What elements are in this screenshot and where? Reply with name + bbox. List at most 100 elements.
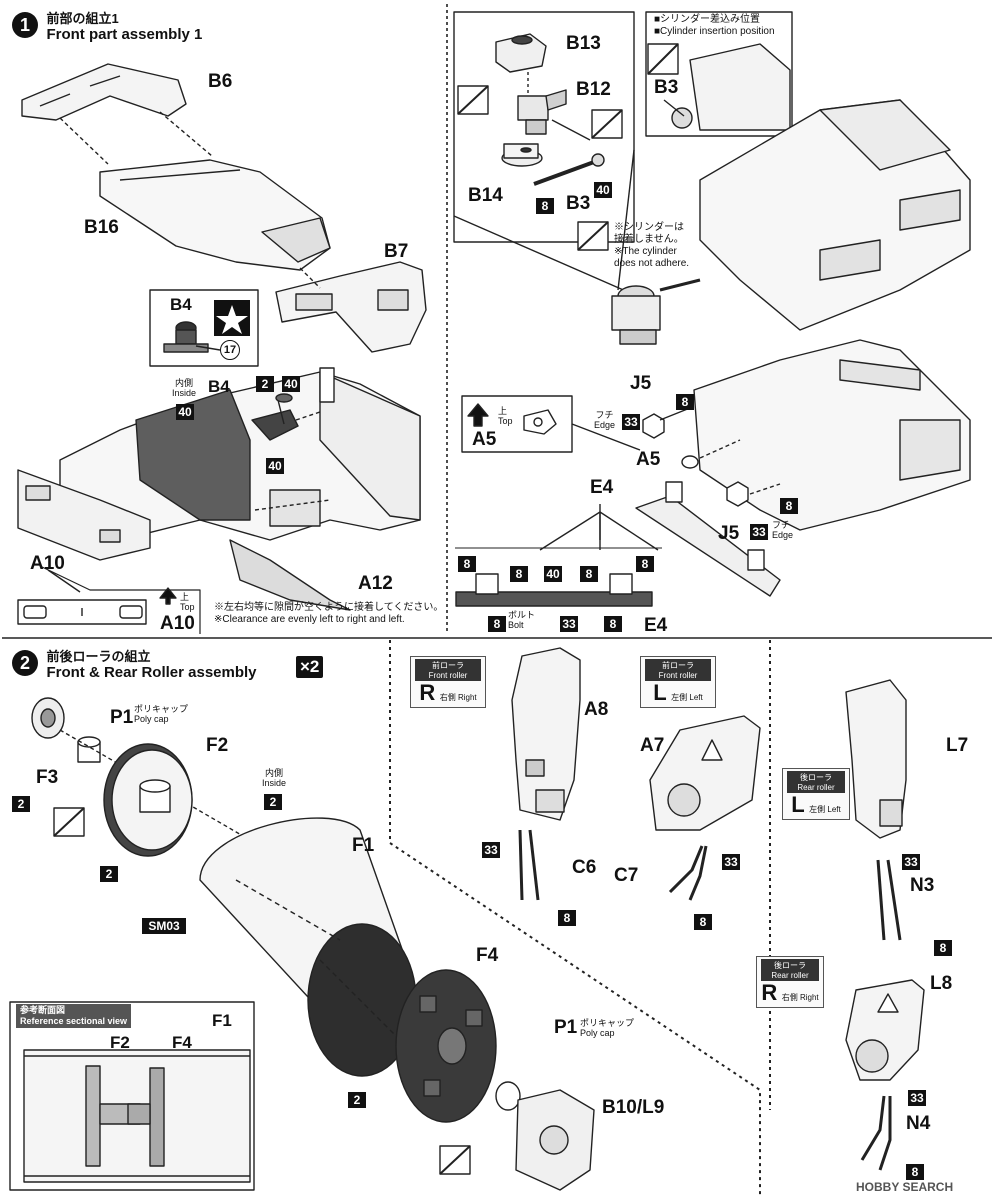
code-8-j5-upper: 8 (676, 394, 694, 410)
top-arrow-icon-2 (467, 403, 489, 427)
label-l8: L8 (930, 973, 953, 994)
part-a12-shape (59, 367, 421, 611)
code-8-bolt-a: 8 (488, 616, 506, 632)
part-p1b-shape (495, 1081, 521, 1111)
j5-lower-shape (726, 481, 749, 507)
label-j5-lower: J5 (718, 523, 740, 544)
bolt-note: ボルト Bolt (508, 610, 535, 631)
no-glue-icon-4 (53, 807, 85, 837)
edge-en-1: Edge (594, 420, 616, 431)
label-e4: E4 (590, 477, 614, 498)
label-b4: B4 (208, 377, 230, 396)
label-p1b: P1 (554, 1017, 578, 1038)
code-40-b4: 40 (282, 376, 300, 392)
label-n4: N4 (906, 1113, 931, 1134)
cylinder-shape (611, 278, 701, 345)
code-8-j5-lower: 8 (780, 498, 798, 514)
label-c6: C6 (572, 857, 597, 878)
multiplier-badge: ×2 (296, 656, 324, 678)
label-a7: A7 (640, 735, 665, 756)
label-a10: A10 (30, 553, 65, 574)
code-8-b3: 8 (536, 198, 554, 214)
label-c7: C7 (614, 865, 639, 886)
code-8-e4-b: 8 (510, 566, 528, 582)
inside-en: Inside (172, 388, 197, 399)
code-33-n4: 33 (908, 1090, 926, 1106)
edge-ja-2: フチ (772, 520, 791, 530)
label-section-f2: F2 (110, 1033, 130, 1052)
top-arrow-icon (159, 587, 177, 605)
part-b16-shape (99, 159, 331, 271)
sectional-ja: 参考断面図 (20, 1005, 66, 1015)
code-40-b3: 40 (594, 182, 612, 198)
edge-en-2: Edge (772, 530, 794, 541)
part-l8-shape (845, 979, 925, 1081)
top-ja-a5: 上 (498, 406, 508, 416)
lower-chassis-shape (693, 339, 971, 531)
no-glue-icon-1 (457, 85, 489, 115)
label-section-f1: F1 (212, 1011, 232, 1030)
code-8-e4-c: 8 (580, 566, 598, 582)
part-b3-shape (533, 153, 605, 186)
step-1-number: 1 (12, 12, 38, 38)
cyl-note-en2: does not adhere. (614, 258, 690, 269)
top-note-a10: 上 Top (180, 592, 195, 613)
part-b14-shape (501, 143, 543, 167)
edge-ja-1: フチ (595, 410, 614, 420)
polycap-en-2: Poly cap (580, 1028, 615, 1039)
b4-part-shape (251, 409, 299, 441)
top-en-a5: Top (498, 416, 513, 427)
code-8-c7: 8 (694, 914, 712, 930)
front-roller-l-letter: L (653, 680, 667, 705)
j5-upper-shape (642, 413, 665, 439)
front-roller-r-side: 右側 Right (439, 693, 477, 702)
rear-roller-r-side: 右側 Right (781, 993, 819, 1002)
label-b4-callout: B4 (170, 295, 192, 314)
bolt-ja: ボルト (508, 610, 536, 620)
label-b13: B13 (566, 33, 601, 54)
inside-en-2: Inside (262, 778, 287, 789)
code-8-bolt-b: 8 (604, 616, 622, 632)
cyl-note-ja2: 接着しません。 (614, 234, 684, 245)
label-e4-detail: E4 (644, 615, 668, 636)
code-33-j5-lower: 33 (750, 524, 768, 540)
code-8-n4: 8 (906, 1164, 924, 1180)
step-2-title-en: Front & Rear Roller assembly (46, 664, 257, 681)
part-b7-shape (275, 261, 427, 353)
part-e4-shape (635, 495, 781, 597)
code-2-f2: 2 (100, 866, 118, 882)
label-b16: B16 (84, 217, 119, 238)
code-40-inside: 40 (176, 404, 194, 420)
code-8-e4-d: 8 (636, 556, 654, 572)
label-f3: F3 (36, 767, 59, 788)
sectional-view-header: 参考断面図 Reference sectional view (16, 1004, 132, 1028)
cylinder-adhere-note: ※シリンダーは 接着しません。 ※The cylinder does not a… (614, 222, 689, 270)
cabin-body-shape (699, 99, 971, 331)
label-a12: A12 (358, 573, 393, 594)
clearance-ja: ※左右均等に隙間が空くように接着してください。 (214, 602, 444, 613)
rear-roller-r-letter: R (761, 980, 778, 1005)
label-f4: F4 (476, 945, 499, 966)
part-b10-shape (515, 1089, 595, 1191)
label-a8: A8 (584, 699, 609, 720)
inside-note-1: 内側 Inside (172, 378, 196, 399)
rear-roller-l-letter: L (791, 792, 805, 817)
step-1-title-en: Front part assembly 1 (46, 26, 203, 43)
no-glue-icon-3 (577, 221, 609, 251)
divider-roller-left (389, 640, 761, 1196)
code-33-n3: 33 (902, 854, 920, 870)
part-f3-shape (31, 697, 65, 739)
code-17-circle: 17 (220, 340, 240, 360)
part-a7-shape (649, 715, 761, 831)
cyl-pos-en: ■Cylinder insertion position (654, 26, 775, 37)
watermark-text: HOBBY SEARCH (856, 1180, 954, 1194)
code-8-e4-a: 8 (458, 556, 476, 572)
